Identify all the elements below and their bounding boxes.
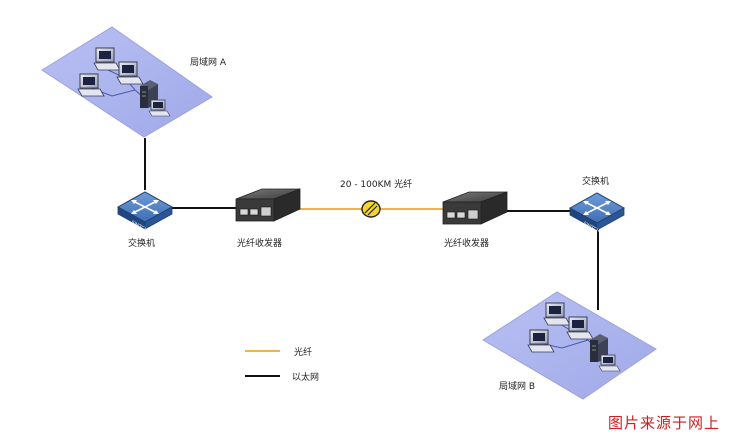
switch-arrows-icon [583, 201, 611, 215]
port-icon [467, 209, 479, 220]
transceiver-right [442, 191, 508, 225]
fiber-link-label: 20 - 100KM 光纤 [340, 180, 413, 190]
switch-arrows-icon [131, 200, 159, 214]
lan-a [41, 26, 213, 138]
computer-icon [543, 302, 571, 326]
switch-right: SWITCH [568, 192, 626, 234]
legend-ethernet-label: 以太网 [292, 373, 320, 383]
computer-icon [527, 329, 555, 353]
lan-b-label: 局域网 B [499, 382, 536, 392]
transceiver-left-label: 光纤收发器 [237, 239, 283, 249]
connection-lines [144, 138, 599, 310]
watermark: 图片来源于网上 [607, 414, 720, 432]
port-icon [446, 211, 456, 219]
legend [245, 350, 280, 377]
port-icon [456, 211, 466, 219]
switch-left-label: 交换机 [128, 239, 156, 249]
legend-fiber-label: 光纤 [294, 348, 313, 358]
computer-icon [148, 99, 171, 117]
switch-right-label: 交换机 [582, 177, 610, 187]
computer-icon [116, 61, 144, 85]
computer-icon [598, 354, 621, 372]
transceiver-left [235, 188, 301, 222]
lan-b [482, 291, 657, 400]
port-icon [239, 208, 249, 216]
transceiver-right-label: 光纤收发器 [444, 239, 490, 249]
computer-icon [93, 47, 121, 71]
fiber-coupler-icon [361, 200, 381, 218]
switch-left: SWITCH [116, 191, 174, 233]
lan-a-label: 局域网 A [190, 58, 227, 68]
port-icon [260, 206, 272, 217]
computer-icon [77, 73, 105, 97]
port-icon [249, 208, 259, 216]
